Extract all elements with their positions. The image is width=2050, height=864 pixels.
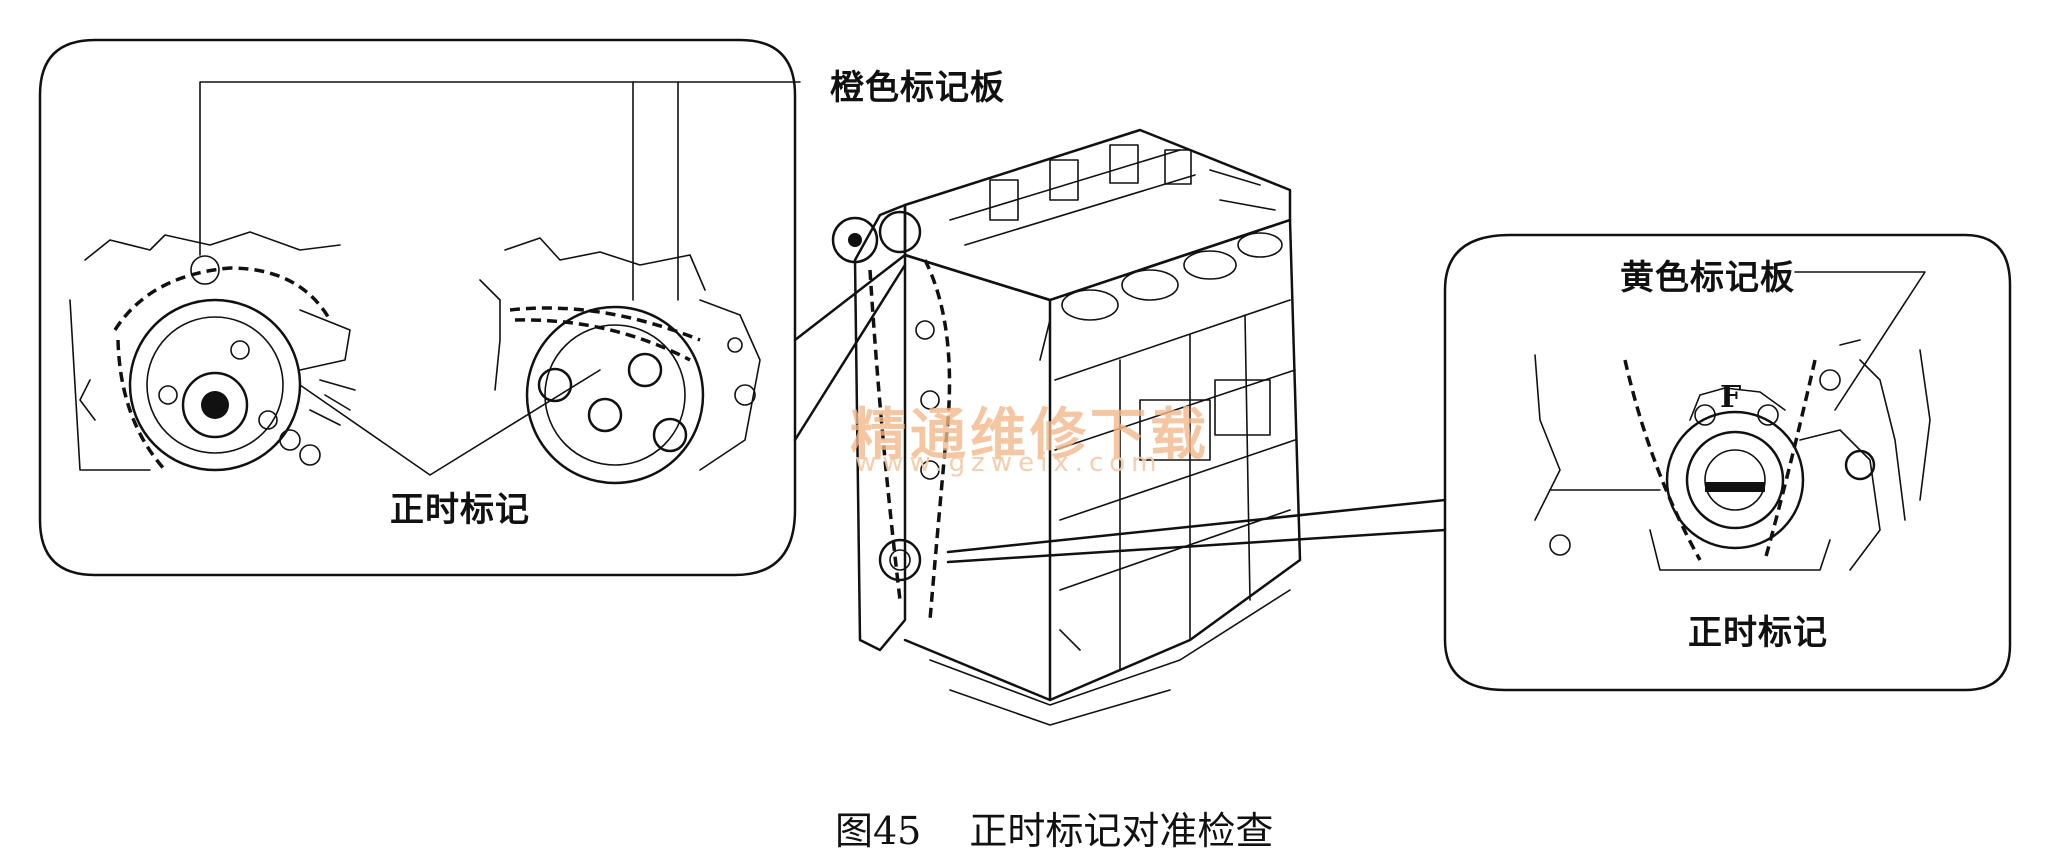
figure-title: 正时标记对准检查 bbox=[969, 809, 1274, 853]
camshaft-callout-box bbox=[38, 38, 907, 577]
crankshaft-callout-box bbox=[946, 233, 2012, 692]
sprocket-letter-label: F bbox=[1720, 380, 1743, 415]
orange-plate-label: 橙色标记板 bbox=[830, 68, 1005, 108]
orange-plate-leaders bbox=[199, 81, 801, 301]
yellow-plate-label: 黄色标记板 bbox=[1620, 258, 1795, 298]
right-timing-mark-label: 正时标记 bbox=[1688, 613, 1828, 653]
yellow-plate-leader bbox=[1794, 271, 1926, 411]
left-timing-mark-leaders bbox=[299, 369, 601, 476]
left-timing-mark-label: 正时标记 bbox=[390, 490, 530, 530]
left-cam-sprocket bbox=[69, 231, 356, 472]
engine-block bbox=[831, 128, 1302, 726]
crank-sprocket bbox=[1534, 339, 1931, 571]
right-cam-sprocket bbox=[479, 237, 761, 485]
figure-number: 图45 bbox=[835, 809, 922, 853]
figure-caption: 图45 正时标记对准检查 bbox=[835, 800, 1273, 855]
